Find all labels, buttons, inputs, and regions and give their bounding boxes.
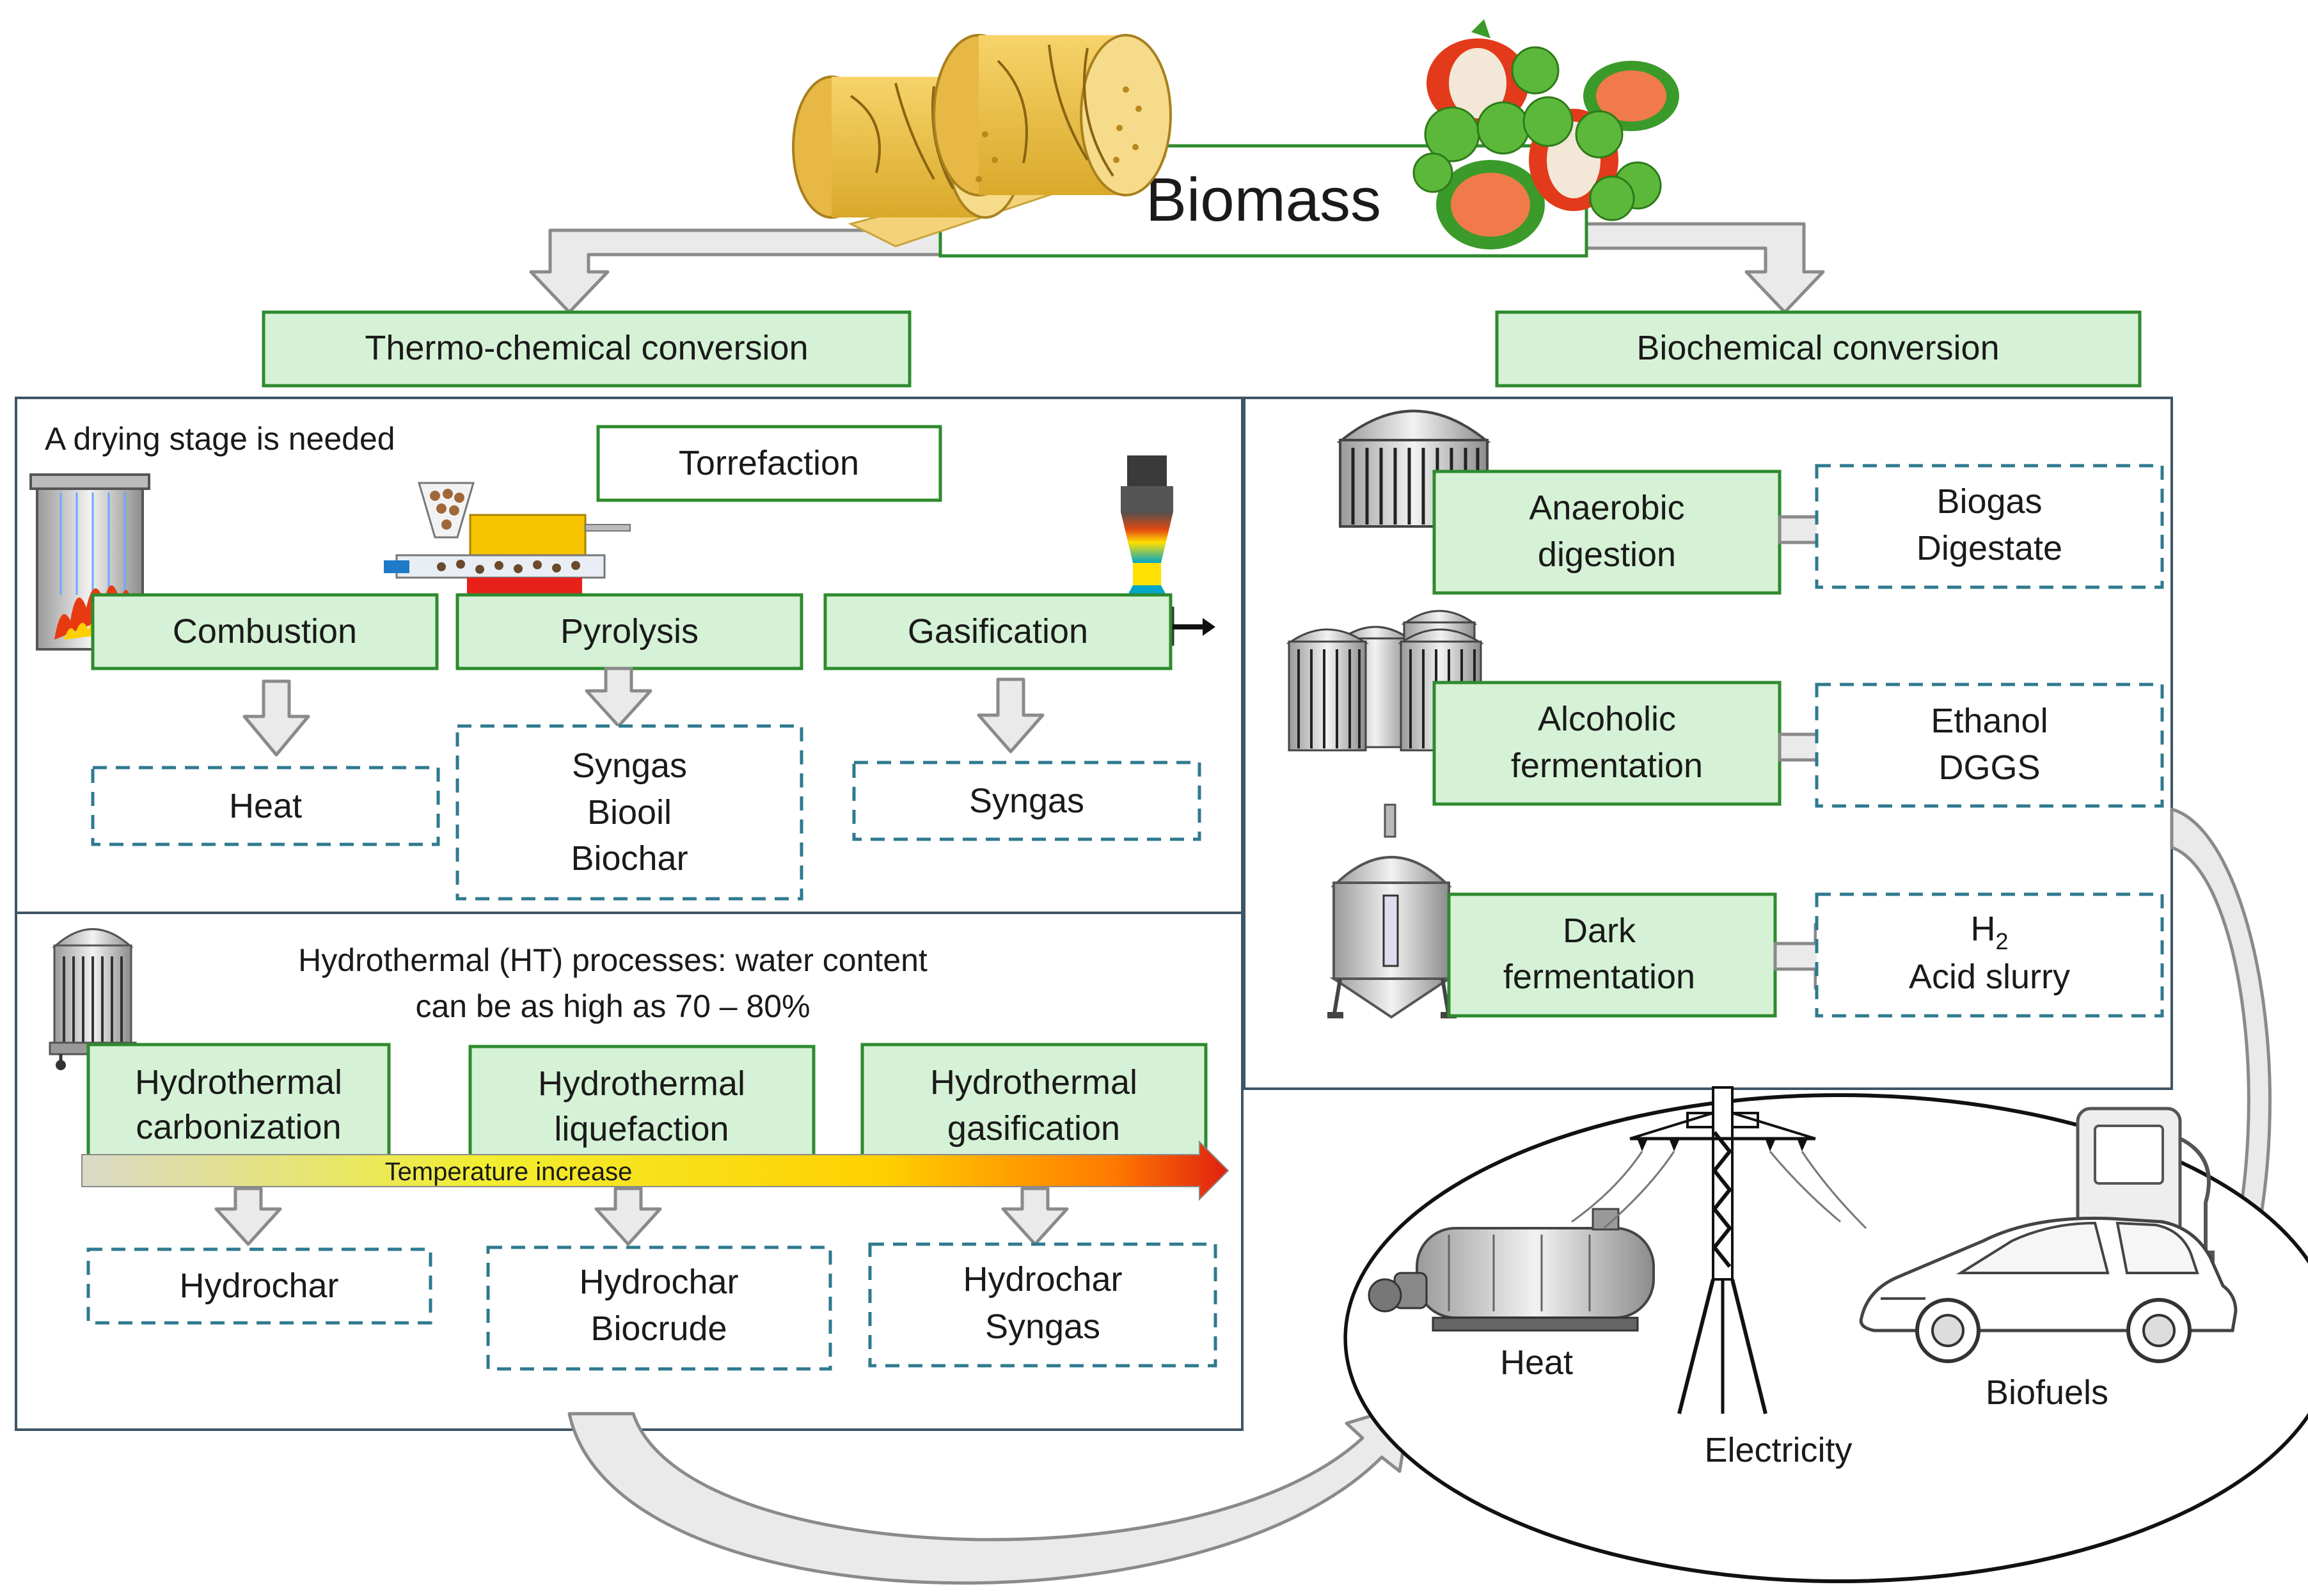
alcoholic-fermentation-box xyxy=(1432,681,1782,806)
anaerobic-digestion-line2: digestion xyxy=(1538,535,1676,574)
alcoholic-fermentation-line1: Alcoholic xyxy=(1538,700,1676,738)
anaerobic-digestion-line1: Anaerobic xyxy=(1529,489,1684,527)
bio-conversion-label: Biochemical conversion xyxy=(1636,329,1999,367)
vegetable-waste-icon xyxy=(1412,19,1679,249)
hydrothermal-note-line1: Hydrothermal (HT) processes: water conte… xyxy=(298,942,928,978)
htg-product-hydrochar: Hydrochar xyxy=(963,1260,1122,1299)
alcoholic-product-ethanol: Ethanol xyxy=(1931,702,2048,740)
arrow-to-thermo xyxy=(529,228,942,314)
ht-liquefaction-box xyxy=(468,1045,816,1167)
pyrolysis-products-box xyxy=(455,724,803,901)
digestion-product-digestate: Digestate xyxy=(1917,529,2062,567)
bioreactor-tank-icon xyxy=(1327,803,1457,1019)
output-electricity-label: Electricity xyxy=(1704,1431,1852,1469)
digestion-products-box xyxy=(1815,464,2164,589)
dark-products-box xyxy=(1815,892,2164,1018)
thermo-conversion-label: Thermo-chemical conversion xyxy=(365,329,808,367)
pyrolysis-reactor-icon xyxy=(384,482,631,602)
outputs-ellipse xyxy=(1343,1093,2308,1583)
gasification-product-label: Syngas xyxy=(969,782,1084,820)
pyrolysis-product-syngas: Syngas xyxy=(572,747,687,785)
htg-product-syngas: Syngas xyxy=(985,1308,1100,1346)
arrow-htc-down xyxy=(214,1187,282,1246)
htl-products-box xyxy=(486,1245,832,1371)
boiler-icon xyxy=(1368,1208,1655,1332)
arrow-to-bio xyxy=(1565,222,1825,314)
gasification-box xyxy=(823,593,1173,670)
pyrolysis-label: Pyrolysis xyxy=(560,612,699,651)
arrow-combustion-down xyxy=(242,679,310,757)
anaerobic-digestion-box xyxy=(1432,470,1782,595)
torrefaction-box xyxy=(596,425,942,502)
arrow-gasification-down xyxy=(977,677,1045,754)
temperature-increase-arrow xyxy=(81,1140,1229,1201)
arrow-htg-down xyxy=(1001,1187,1069,1246)
ht-liquefaction-line2: liquefaction xyxy=(554,1110,729,1148)
electricity-tower-icon xyxy=(1571,1086,1867,1414)
dark-fermentation-line2: fermentation xyxy=(1503,958,1695,996)
htc-product-label: Hydrochar xyxy=(179,1267,338,1305)
pyrolysis-product-biochar: Biochar xyxy=(571,839,688,878)
htc-product-box xyxy=(86,1247,432,1325)
ht-carbonization-box xyxy=(86,1043,391,1165)
pyrolysis-product-biooil: Biooil xyxy=(587,793,672,832)
car-icon xyxy=(1859,1216,2238,1363)
ht-gasification-line1: Hydrothermal xyxy=(930,1063,1137,1102)
dark-product-acid-slurry: Acid slurry xyxy=(1909,958,2070,996)
temperature-increase-label: Temperature increase xyxy=(385,1158,633,1186)
heat-product-label: Heat xyxy=(229,787,302,825)
combustion-box xyxy=(91,593,439,670)
dark-fermentation-line1: Dark xyxy=(1563,912,1636,950)
ht-carbonization-line2: carbonization xyxy=(136,1108,341,1146)
alcoholic-product-dggs: DGGS xyxy=(1938,748,2040,787)
heat-product-box xyxy=(91,766,440,846)
htl-product-biocrude: Biocrude xyxy=(590,1309,727,1348)
alcoholic-products-box xyxy=(1815,683,2164,808)
arrow-thermo-to-outputs xyxy=(567,1402,1412,1585)
biomass-title: Biomass xyxy=(1146,166,1381,234)
ht-carbonization-line1: Hydrothermal xyxy=(135,1063,342,1102)
combustion-label: Combustion xyxy=(173,612,357,651)
arrow-pyrolysis-down xyxy=(585,667,652,728)
dark-product-h2-subscript: 2 xyxy=(1995,928,2008,954)
digestion-product-biogas: Biogas xyxy=(1936,482,2042,521)
ht-liquefaction-line1: Hydrothermal xyxy=(538,1064,745,1103)
gasification-product-box xyxy=(852,761,1201,841)
hydrothermal-note-line2: can be as high as 70 – 80% xyxy=(415,988,810,1024)
output-biofuels-label: Biofuels xyxy=(1986,1373,2108,1412)
ht-gasification-line2: gasification xyxy=(947,1109,1120,1148)
hydrothermal-reactor-icon xyxy=(49,928,137,1070)
dark-product-h2: H2 xyxy=(1970,910,2008,954)
bio-conversion-box xyxy=(1495,310,2142,388)
arrow-htl-down xyxy=(594,1187,662,1246)
alcoholic-fermentation-line2: fermentation xyxy=(1511,747,1703,785)
output-heat-label: Heat xyxy=(1500,1343,1573,1382)
thermo-conversion-box xyxy=(262,310,912,388)
htg-products-box xyxy=(868,1242,1217,1368)
dark-product-h2-symbol: H xyxy=(1970,910,1995,948)
gasification-label: Gasification xyxy=(908,612,1088,651)
torrefaction-label: Torrefaction xyxy=(679,444,859,482)
hay-bales-icon xyxy=(792,34,1172,248)
drying-note: A drying stage is needed xyxy=(45,421,395,457)
htl-product-hydrochar: Hydrochar xyxy=(579,1263,738,1301)
